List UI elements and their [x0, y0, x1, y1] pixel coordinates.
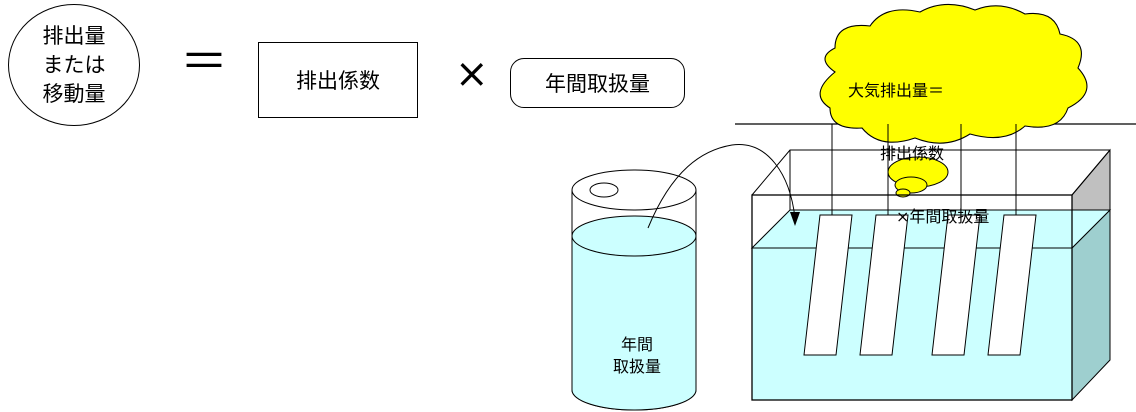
emission-line-1: 排出量: [42, 23, 106, 48]
cylinder-label: 年間 取扱量: [575, 334, 699, 378]
annual-amount-box: 年間取扱量: [510, 58, 685, 108]
emission-line-2: または: [42, 52, 106, 77]
emission-factor-box: 排出係数: [258, 42, 418, 118]
cloud-line-2: 排出係数: [848, 144, 945, 163]
thought-cloud: [819, 3, 1088, 144]
multiply-sign: ×: [455, 51, 489, 97]
cloud-line-1: 大気排出量＝: [848, 81, 945, 100]
cloud-line-3: ×年間取扱量: [848, 207, 990, 226]
plate-3: [931, 214, 981, 356]
transfer-arrow: [647, 144, 800, 229]
equals-sign: ＝: [180, 34, 229, 90]
plates: [803, 124, 1037, 356]
cylinder-label-line-2: 取扱量: [612, 357, 661, 376]
emission-amount-ellipse: 排出量 または 移動量: [8, 4, 140, 126]
plate-2: [859, 214, 909, 356]
emission-line-3: 移動量: [42, 81, 106, 106]
plate-4: [987, 214, 1037, 356]
cloud-text: 大気排出量＝ 排出係数 ×年間取扱量: [848, 38, 1048, 248]
cylinder: [571, 169, 697, 411]
cylinder-label-line-1: 年間: [620, 335, 653, 354]
plate-1: [803, 214, 853, 356]
